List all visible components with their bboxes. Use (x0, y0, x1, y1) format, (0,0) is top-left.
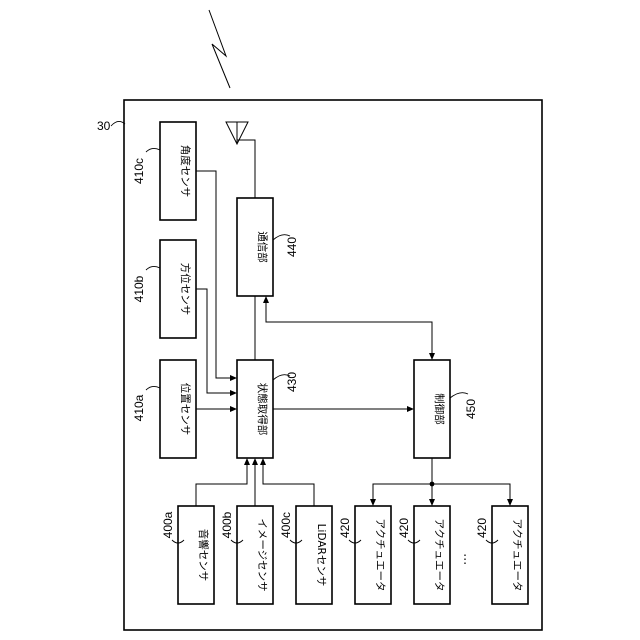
ref-400b: 400b (220, 511, 234, 538)
antenna-icon (226, 122, 255, 198)
label-sensor-400a: 音響センサ (197, 529, 210, 582)
leader-410b (146, 266, 160, 270)
arrowhead-410b (230, 390, 237, 396)
leader-410c (146, 148, 160, 152)
ref-410a: 410a (132, 394, 146, 421)
arrowhead-400b (252, 458, 258, 465)
arrowhead-400a (244, 458, 250, 465)
block-actuator-3: アクチュエータ (492, 506, 528, 604)
label-actuator-3: アクチュエータ (511, 519, 523, 592)
junction-dot (430, 482, 435, 487)
frame-ref: 30 (97, 119, 111, 133)
label-sensor-400c: LiDARセンサ (315, 524, 327, 587)
actuator-ellipsis: ⋮ (459, 552, 471, 566)
label-actuator-2: アクチュエータ (433, 519, 445, 592)
arrowhead-actuator-2 (429, 499, 435, 506)
label-sensor-410c: 角度センサ (179, 145, 192, 198)
ref-450: 450 (464, 399, 478, 419)
label-sensor-410a: 位置センサ (179, 383, 192, 436)
frame-leader (111, 121, 125, 126)
arrowhead-410a (230, 406, 237, 412)
block-sensor-410c: 角度センサ (160, 122, 196, 220)
wire-actuator-bus (373, 484, 510, 501)
wire-400a-to-430 (196, 463, 247, 506)
arrowhead-actuator-3 (507, 499, 513, 506)
arrowhead-to-440 (263, 296, 269, 303)
label-control: 制御部 (433, 393, 446, 425)
label-communication: 通信部 (256, 231, 269, 263)
block-sensor-400a: 音響センサ (178, 506, 214, 604)
leader-410a (146, 386, 160, 390)
ref-420-1: 420 (338, 518, 352, 538)
arrowhead-to-450-left (407, 406, 414, 412)
block-control: 制御部 (414, 360, 450, 458)
wireless-signal-icon (209, 10, 230, 88)
wire-410c-to-430 (196, 171, 232, 378)
block-sensor-400b: イメージセンサ (237, 506, 273, 604)
block-sensor-410a: 位置センサ (160, 360, 196, 458)
wire-400c-to-430 (263, 463, 314, 506)
block-actuator-2: アクチュエータ (414, 506, 450, 604)
ref-410b: 410b (132, 275, 146, 302)
ref-420-3: 420 (475, 518, 489, 538)
ref-400a: 400a (161, 511, 175, 538)
block-state-acquisition: 状態取得部 (237, 360, 273, 458)
arrowhead-410c (230, 375, 237, 381)
block-sensor-410b: 方位センサ (160, 240, 196, 338)
leader-450 (450, 393, 468, 398)
arrowhead-to-450-top (429, 353, 435, 360)
ref-440: 440 (285, 237, 299, 257)
block-sensor-400c: LiDARセンサ (296, 506, 332, 604)
wire-410b-to-430 (196, 289, 232, 393)
label-sensor-410b: 方位センサ (179, 263, 192, 316)
label-sensor-400b: イメージセンサ (256, 518, 268, 591)
block-communication: 通信部 (237, 198, 273, 296)
wire-440-to-450 (266, 301, 432, 355)
ref-400c: 400c (279, 512, 293, 538)
label-state-acquisition: 状態取得部 (256, 383, 269, 436)
block-actuator-1: アクチュエータ (355, 506, 391, 604)
ref-420-2: 420 (397, 518, 411, 538)
arrowhead-400c (260, 458, 266, 465)
arrowhead-actuator-1 (370, 499, 376, 506)
ref-410c: 410c (132, 158, 146, 184)
label-actuator-1: アクチュエータ (374, 519, 386, 592)
